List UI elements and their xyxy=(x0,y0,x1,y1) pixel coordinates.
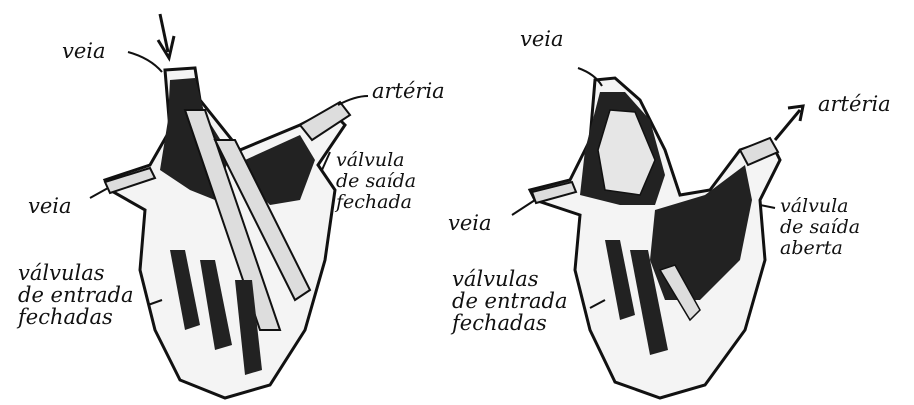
left-exit-valve-line-2: de saída xyxy=(336,171,416,192)
right-entry-valves-line-1: válvulas xyxy=(452,268,567,290)
left-heart xyxy=(90,14,368,398)
left-label-artery: artéria xyxy=(372,80,445,102)
left-entry-valves-line-1: válvulas xyxy=(18,262,133,284)
right-label-exit-valve: válvula de saída aberta xyxy=(780,196,860,259)
right-label-vein-top: veia xyxy=(520,28,564,50)
right-entry-valves-line-2: de entrada xyxy=(452,290,567,312)
right-exit-valve-line-3: aberta xyxy=(780,238,860,259)
left-entry-valves-line-3: fechadas xyxy=(18,306,133,328)
right-label-entry-valves: válvulas de entrada fechadas xyxy=(452,268,567,334)
left-exit-valve-line-3: fechada xyxy=(336,192,416,213)
right-exit-valve-line-2: de saída xyxy=(780,217,860,238)
right-exit-valve-leader xyxy=(760,205,775,208)
right-exit-valve-line-1: válvula xyxy=(780,196,860,217)
right-vein-side-leader xyxy=(512,200,535,215)
left-label-vein-side: veia xyxy=(28,195,72,217)
left-label-exit-valve: válvula de saída fechada xyxy=(336,150,416,213)
right-outflow-arrow-shaft xyxy=(775,110,800,140)
left-exit-valve-line-1: válvula xyxy=(336,150,416,171)
left-artery-leader xyxy=(338,96,368,105)
right-label-artery: artéria xyxy=(818,93,891,115)
left-vein-top-leader xyxy=(128,52,162,72)
left-entry-valves-line-2: de entrada xyxy=(18,284,133,306)
right-entry-valves-line-3: fechadas xyxy=(452,312,567,334)
left-label-entry-valves: válvulas de entrada fechadas xyxy=(18,262,133,328)
left-vein-side-leader xyxy=(90,188,108,198)
right-label-vein-side: veia xyxy=(448,212,492,234)
left-label-vein-top: veia xyxy=(62,40,106,62)
left-heart-outline xyxy=(105,68,345,398)
right-heart xyxy=(512,68,803,398)
